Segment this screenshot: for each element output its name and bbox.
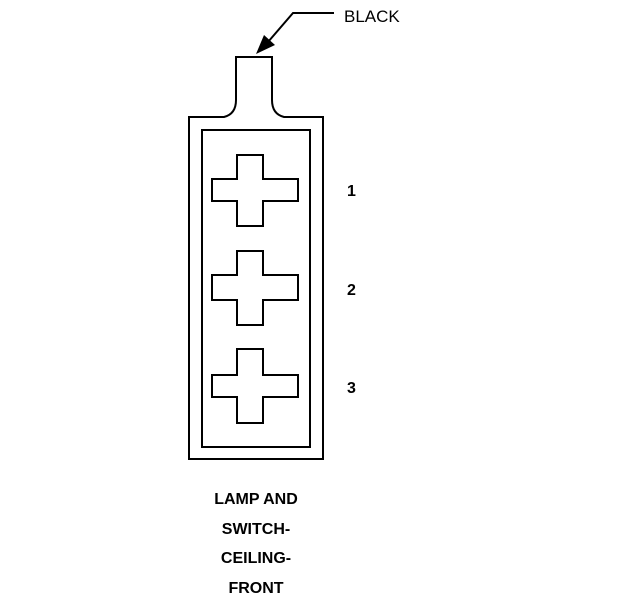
connector-outline (188, 56, 324, 460)
arrowhead-icon (256, 35, 275, 54)
caption-line-2: SWITCH- (222, 521, 290, 538)
pin-number-2: 2 (347, 282, 356, 299)
terminal-cavity-1 (211, 154, 299, 227)
connector-inner-frame (201, 129, 311, 448)
wire-color-label: BLACK (344, 7, 400, 26)
wire-leader (256, 12, 334, 54)
caption-line-1: LAMP AND (214, 491, 298, 508)
caption-line-3: CEILING- (221, 550, 291, 567)
leader-line (267, 12, 334, 43)
pin-number-3: 3 (347, 380, 356, 397)
caption-line-4: FRONT (228, 580, 283, 597)
connector-caption: LAMP AND SWITCH- CEILING- FRONT (214, 491, 298, 597)
terminal-cavity-3 (211, 348, 299, 424)
pin-number-1: 1 (347, 183, 356, 200)
terminal-cavity-2 (211, 250, 299, 326)
